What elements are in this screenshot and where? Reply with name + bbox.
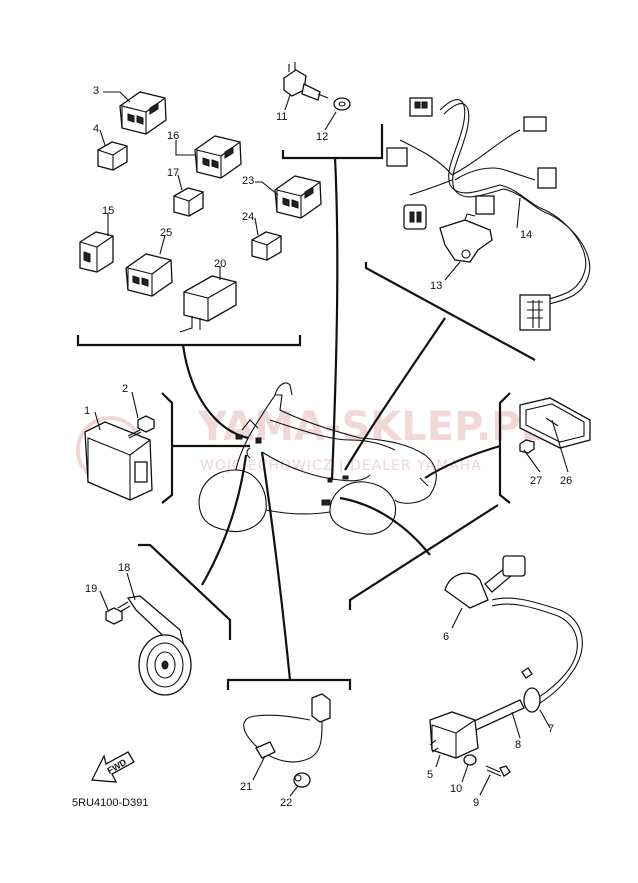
part-10-washer[interactable] [463, 754, 477, 766]
bracket-harness [364, 262, 536, 361]
label-part-24[interactable]: 24 [242, 211, 254, 223]
label-part-4[interactable]: 4 [93, 123, 99, 135]
part-11-sensor[interactable] [283, 62, 329, 101]
part-25-relay[interactable] [125, 253, 173, 297]
label-part-9[interactable]: 9 [473, 797, 479, 809]
bracket-relays [76, 335, 302, 347]
bracket-ignition [348, 504, 499, 610]
part-16-relay[interactable] [194, 135, 242, 179]
part-14-harness[interactable] [386, 97, 591, 331]
label-part-10[interactable]: 10 [450, 783, 462, 795]
label-part-13[interactable]: 13 [430, 280, 442, 292]
part-12-washer[interactable] [333, 97, 351, 111]
diagram-code: 5RU4100-D391 [72, 797, 148, 809]
part-4-connector[interactable] [97, 141, 128, 171]
label-part-6[interactable]: 6 [443, 631, 449, 643]
label-part-8[interactable]: 8 [515, 739, 521, 751]
label-part-5[interactable]: 5 [427, 769, 433, 781]
label-part-20[interactable]: 20 [214, 258, 226, 270]
part-7-cord[interactable] [491, 597, 583, 713]
part-6-cap[interactable] [444, 555, 526, 609]
label-part-15[interactable]: 15 [102, 205, 114, 217]
label-part-2[interactable]: 2 [122, 383, 128, 395]
part-23-relay[interactable] [274, 175, 322, 219]
label-part-19[interactable]: 19 [85, 583, 97, 595]
label-part-26[interactable]: 26 [560, 475, 572, 487]
leader-lines [172, 157, 501, 681]
part-15-connector[interactable] [79, 231, 114, 273]
label-part-22[interactable]: 22 [280, 797, 292, 809]
part-horn[interactable] [138, 634, 192, 696]
bracket-horn [138, 543, 232, 640]
label-part-7[interactable]: 7 [548, 723, 554, 735]
label-part-16[interactable]: 16 [167, 130, 179, 142]
part-17-connector[interactable] [173, 187, 204, 217]
part-2-bolt[interactable] [127, 415, 155, 439]
label-part-17[interactable]: 17 [167, 167, 179, 179]
label-part-11[interactable]: 11 [276, 111, 287, 123]
label-leaders [94, 91, 569, 797]
part-20-flasher[interactable] [179, 275, 237, 333]
part-1-regulator[interactable] [84, 421, 153, 501]
part-21-sensor[interactable] [243, 693, 331, 763]
label-part-1[interactable]: 1 [84, 405, 90, 417]
part-24-connector[interactable] [251, 231, 282, 261]
part-19-bolt[interactable] [105, 601, 131, 625]
part-5-coil[interactable] [429, 711, 479, 759]
motorcycle-outline [198, 382, 437, 535]
fwd-arrow: FWD [90, 751, 135, 783]
part-labels: 3 4 16 17 23 24 15 25 20 11 12 14 13 1 2… [84, 85, 572, 809]
label-part-12[interactable]: 12 [316, 131, 328, 143]
part-26-light[interactable] [519, 397, 591, 449]
label-part-3[interactable]: 3 [93, 85, 99, 97]
label-part-18[interactable]: 18 [118, 562, 130, 574]
part-22-grommet[interactable] [293, 772, 311, 788]
part-13-sensor[interactable] [439, 213, 493, 263]
label-part-25[interactable]: 25 [160, 227, 172, 239]
part-9-bolt[interactable] [485, 765, 511, 777]
part-3-relay[interactable] [119, 91, 167, 135]
bracket-stoplight [498, 392, 511, 504]
label-part-23[interactable]: 23 [242, 175, 254, 187]
part-27-nut[interactable] [519, 439, 535, 454]
watermark-subtitle: WOJCIECHOWICZ | DEALER YAMAHA [200, 458, 482, 474]
label-part-14[interactable]: 14 [520, 229, 532, 241]
label-part-21[interactable]: 21 [240, 781, 252, 793]
bracket-sensor-lower [226, 678, 352, 690]
label-part-27[interactable]: 27 [530, 475, 542, 487]
bracket-sensor [281, 124, 384, 160]
bracket-regulator [161, 392, 174, 504]
